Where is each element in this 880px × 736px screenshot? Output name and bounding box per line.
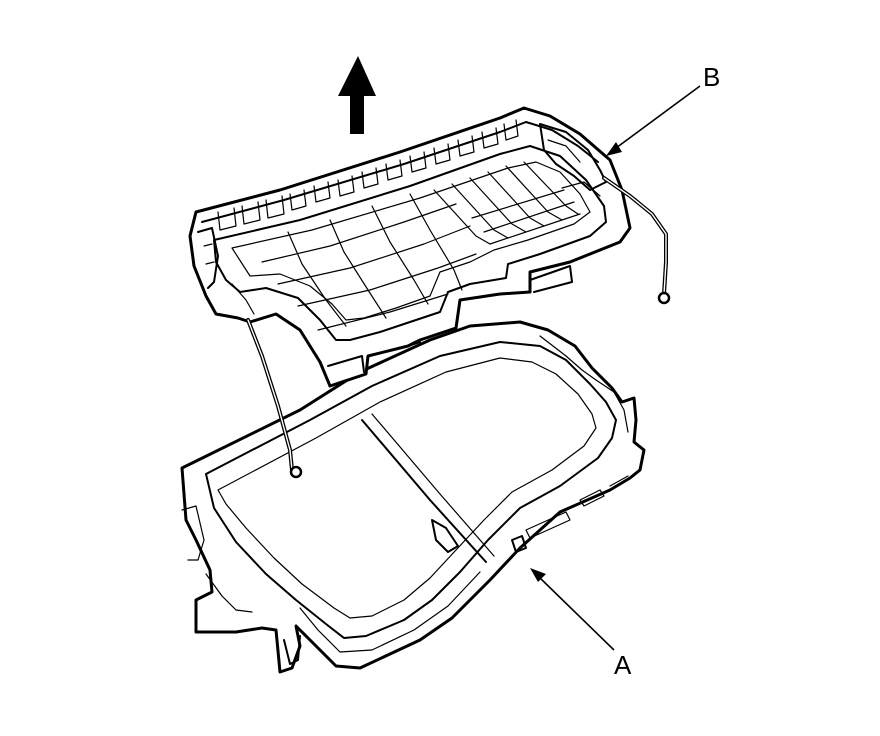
leader-line-a [530,568,615,651]
leader-line-b [606,85,701,156]
part-a-panel [180,320,646,674]
callout-label-b: B [703,62,721,92]
part-b-frame [188,106,632,388]
part-b-left-rod [246,318,303,479]
callout-label-a: A [614,650,632,680]
lift-up-arrow-icon [338,56,376,134]
part-b-right-rod [602,176,671,305]
